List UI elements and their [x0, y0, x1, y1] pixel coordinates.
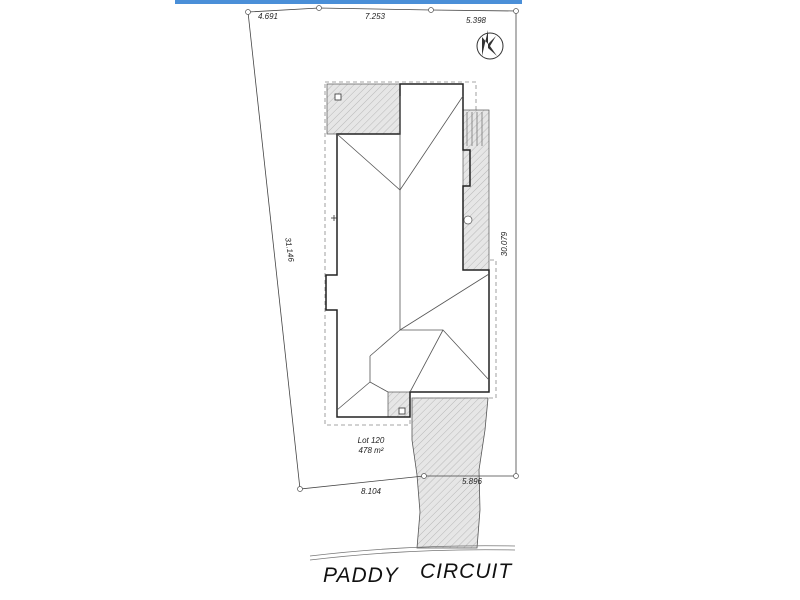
street-kerb-line-2: [309, 549, 516, 561]
street-kerb-line: [309, 545, 516, 557]
lot-boundary: [247, 7, 517, 490]
dim-bottom-right: 5.896: [462, 477, 483, 486]
alfresco-area: [326, 83, 401, 135]
dim-bottom-left: 8.104: [361, 487, 382, 496]
roof-lines: [336, 95, 490, 411]
dim-left-side: 31.146: [283, 237, 295, 263]
street-name-paddy: PADDY: [323, 564, 400, 587]
dim-top-left: 4.691: [258, 12, 278, 21]
north-arrow-icon: N: [476, 30, 504, 63]
svg-text:N: N: [487, 61, 488, 63]
top-accent-bar: [175, 0, 522, 4]
dim-top-middle: 7.253: [365, 12, 386, 21]
house-walls: [325, 83, 490, 418]
rainwater-tank: [463, 215, 473, 225]
porch-post: [398, 407, 406, 415]
dim-right-side: 30.079: [500, 231, 509, 256]
side-steps: [466, 112, 483, 146]
alfresco-post: [334, 93, 342, 101]
dim-top-right: 5.398: [466, 16, 487, 25]
street-name-circuit: CIRCUIT: [420, 560, 513, 583]
boundary-markers: [245, 5, 519, 492]
driveway: [411, 397, 489, 549]
lot-area: 478 m²: [359, 446, 384, 455]
lot-number: Lot 120: [358, 436, 385, 445]
